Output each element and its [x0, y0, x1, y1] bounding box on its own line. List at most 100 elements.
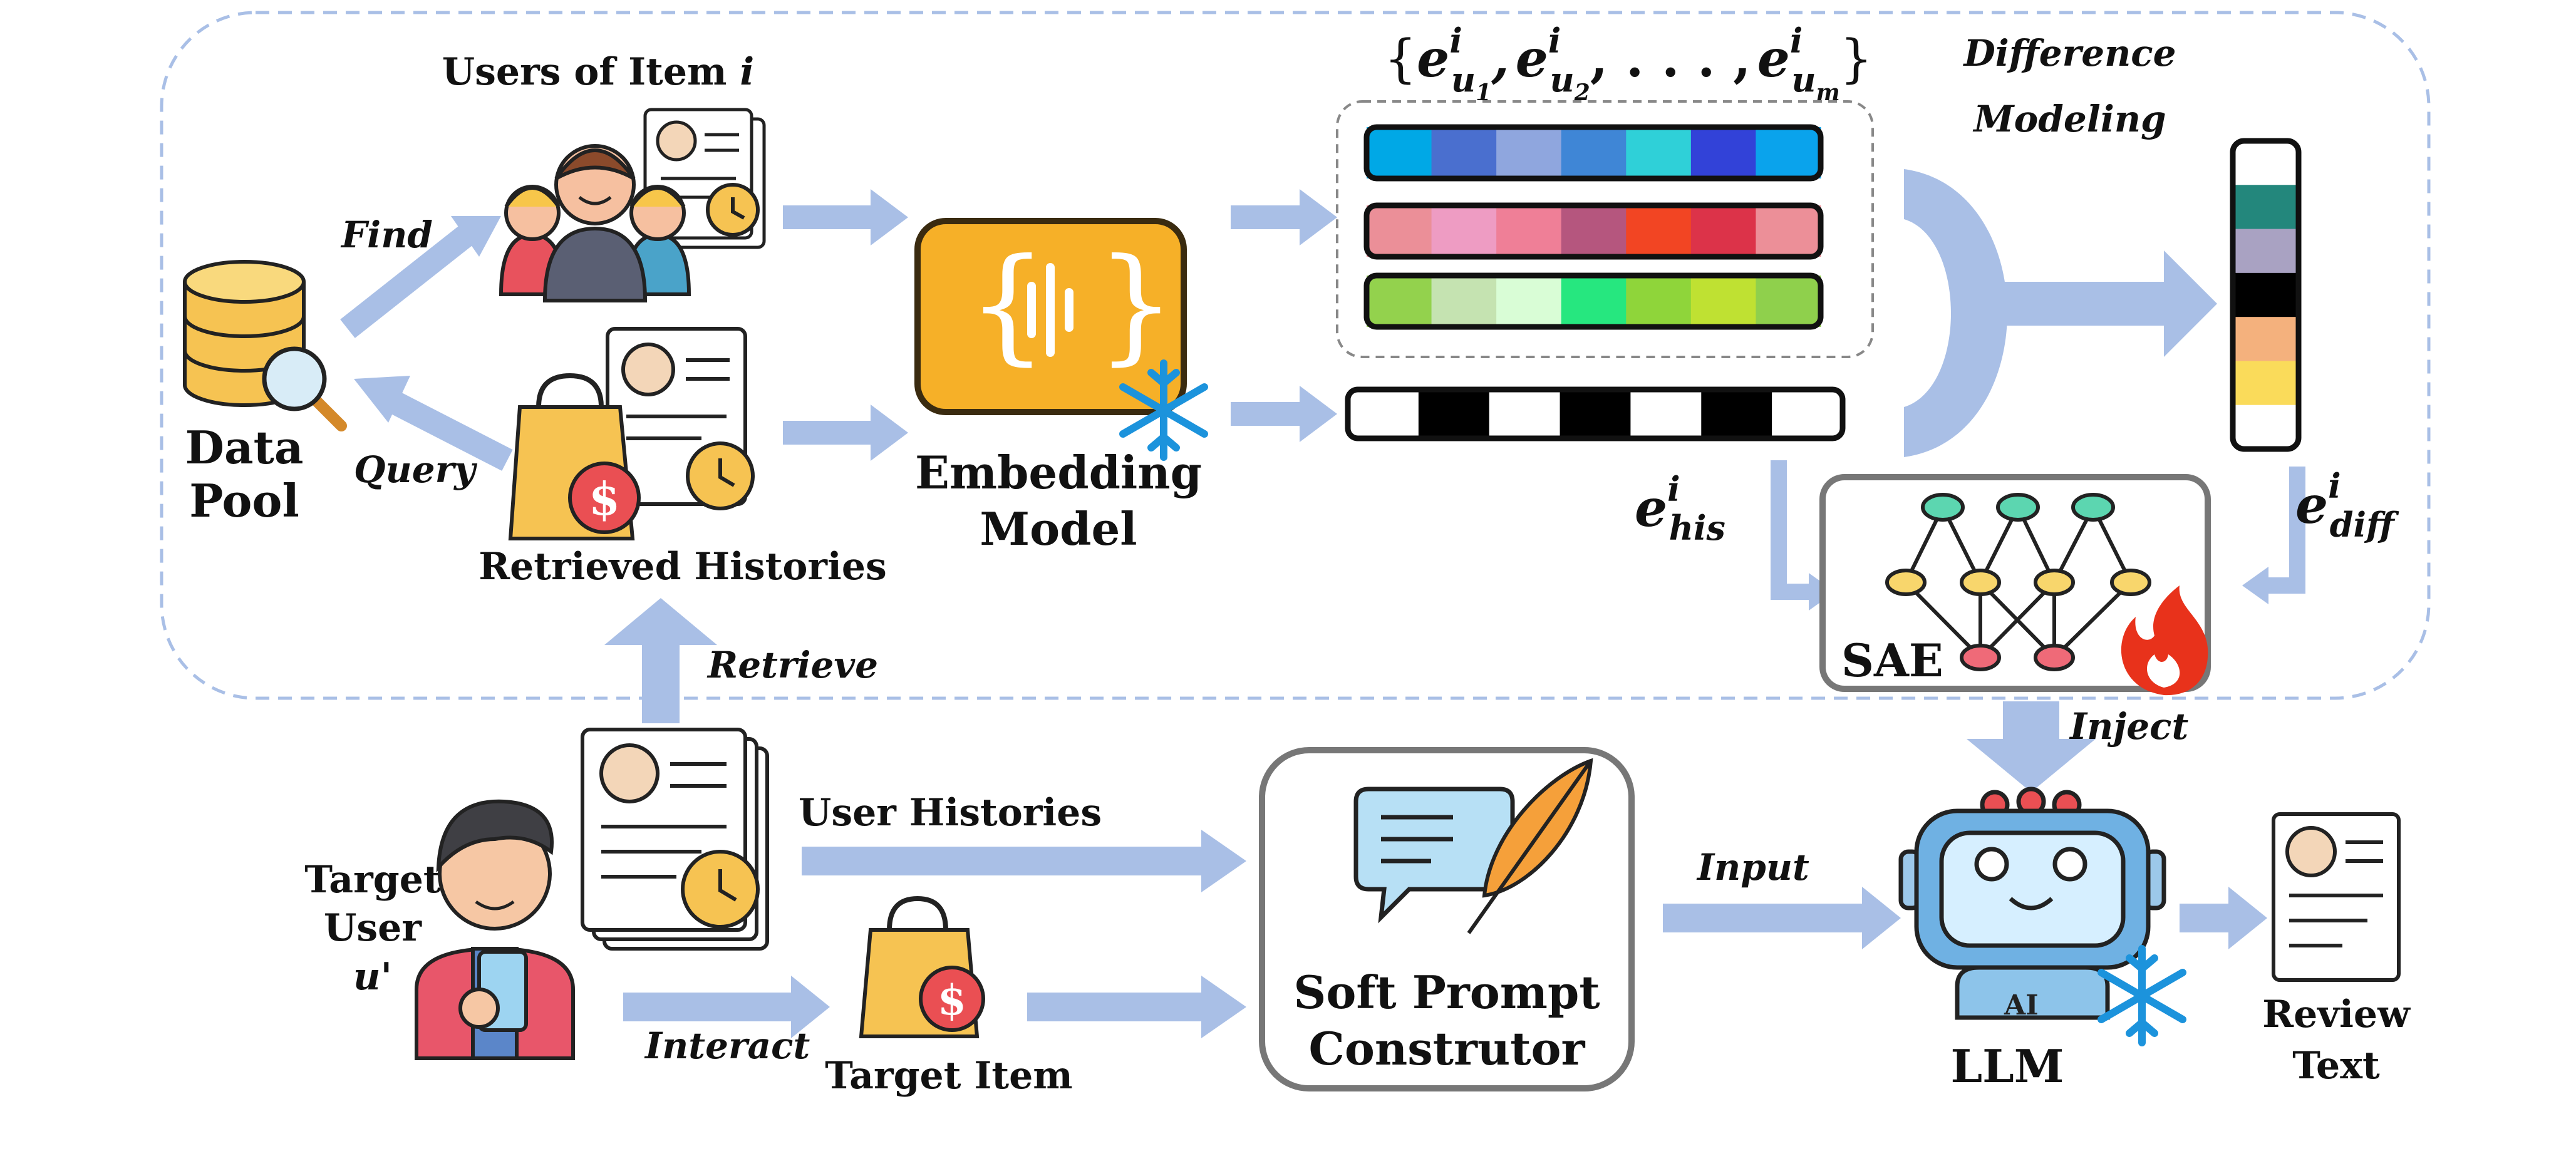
vector-cell — [1626, 205, 1692, 257]
retrieve-label: Retrieve — [706, 644, 878, 686]
vector-cell — [1756, 127, 1821, 178]
neural-network-icon — [1885, 493, 2151, 671]
vector-cell — [2233, 229, 2299, 274]
review-label-1: Review — [2262, 993, 2411, 1036]
diff-to-sae-arrow — [2242, 467, 2305, 604]
review-label-2: Text — [2292, 1044, 2380, 1088]
vector-cell — [1756, 205, 1821, 257]
vector-cell — [1626, 276, 1692, 327]
retrieved-histories-label: Retrieved Histories — [478, 545, 887, 589]
target-user-label-3: u' — [353, 955, 392, 999]
users-of-item-label: Users of Item i — [442, 50, 754, 94]
vector-cell — [1496, 276, 1562, 327]
find-arrow — [340, 216, 501, 338]
target-user-node: Target User u' — [304, 799, 575, 1060]
vector-cell — [1690, 276, 1756, 327]
vector-cell — [1690, 205, 1756, 257]
soft-prompt-label-1: Soft Prompt — [1293, 966, 1600, 1019]
document-icon — [2272, 812, 2401, 982]
dollar-icon: $ — [919, 966, 985, 1032]
llm-label: LLM — [1951, 1040, 2064, 1093]
soft-prompt-label-2: Construtor — [1309, 1022, 1586, 1075]
query-arrow — [354, 376, 513, 471]
interact-label: Interact — [644, 1024, 810, 1067]
inject-label: Inject — [2069, 705, 2189, 748]
user-vector-1 — [1363, 124, 1824, 182]
phone-icon — [458, 950, 528, 1032]
difference-label-2: Modeling — [1972, 98, 2166, 140]
user-histories-label: User Histories — [799, 791, 1102, 835]
clock-icon — [706, 183, 760, 237]
difference-merge-arrow — [1904, 169, 2217, 457]
vector-cell — [1756, 276, 1821, 327]
user-histories-arrow — [802, 830, 1246, 892]
magnifier-icon — [262, 346, 347, 431]
llm-to-review-arrow — [2180, 887, 2267, 949]
vector-cell — [1561, 276, 1627, 327]
svg-text:$: $ — [938, 976, 966, 1024]
vector-cell — [2233, 361, 2299, 406]
vector-cell — [1701, 390, 1772, 438]
sae-label: SAE — [1841, 634, 1943, 687]
vector-outline — [1363, 202, 1824, 260]
target-user-label-2: User — [324, 906, 422, 950]
data-pool-label-1: Data — [185, 421, 304, 474]
vector-cell — [1367, 127, 1432, 178]
vector-cell — [1431, 276, 1497, 327]
llm-node: AI LLM — [1898, 787, 2186, 1093]
vector-cell — [1489, 390, 1561, 438]
flow-arrows — [340, 169, 2305, 1038]
sae-box — [1819, 474, 2211, 692]
user-vector-m — [1363, 272, 1824, 330]
retrieval-region-border — [160, 11, 2431, 700]
embedding-to-his-vector-arrow — [1231, 386, 1337, 442]
users-group-icon — [499, 144, 691, 302]
svg-text:}: } — [1096, 232, 1176, 378]
input-arrow — [1663, 887, 1901, 949]
fire-icon — [2121, 586, 2208, 696]
clock-icon — [686, 441, 755, 510]
vector-cell — [1418, 390, 1490, 438]
sae-node: SAE — [1819, 474, 2211, 696]
vector-outline — [2230, 138, 2302, 452]
embedding-icon: { } — [914, 218, 1187, 415]
embedding-to-user-vectors-arrow — [1231, 189, 1337, 245]
embedding-label-2: Model — [980, 502, 1137, 555]
chat-bubble-icon — [1353, 787, 1515, 924]
vector-cell — [1560, 390, 1631, 438]
vector-cell — [1496, 205, 1562, 257]
clock-icon — [681, 850, 760, 929]
soft-prompt-node: Soft Prompt Construtor — [1259, 747, 1635, 1091]
vector-cell — [2233, 141, 2299, 185]
input-label: Input — [1696, 846, 1809, 889]
vector-cell — [1496, 127, 1562, 178]
vector-cell — [2233, 317, 2299, 361]
vector-cell — [1561, 127, 1627, 178]
find-label: Find — [340, 214, 433, 256]
vector-outline — [1363, 272, 1824, 330]
robot-icon: AI — [1898, 787, 2166, 1021]
users-to-embedding-arrow — [783, 189, 908, 245]
dollar-icon: $ — [568, 462, 641, 534]
vector-cell — [1367, 276, 1432, 327]
user-vector-2 — [1363, 202, 1824, 260]
vector-cell — [2233, 272, 2299, 317]
target-item-label: Target Item — [825, 1054, 1073, 1098]
feather-icon — [1467, 758, 1593, 934]
vector-cell — [1561, 205, 1627, 257]
user-embedding-dashed-box — [1336, 100, 1874, 358]
target-user-label-1: Target — [304, 858, 441, 902]
query-label: Query — [354, 448, 478, 491]
vector-cell — [1772, 390, 1843, 438]
target-item-node: $ Target Item — [825, 895, 1073, 1098]
inject-arrow — [1967, 701, 2096, 792]
vector-cell — [1431, 127, 1497, 178]
vector-cell — [2233, 405, 2299, 450]
users-of-item-node: Users of Item i — [442, 50, 766, 302]
embedding-model-node: { } Embedding Model — [914, 218, 1208, 555]
